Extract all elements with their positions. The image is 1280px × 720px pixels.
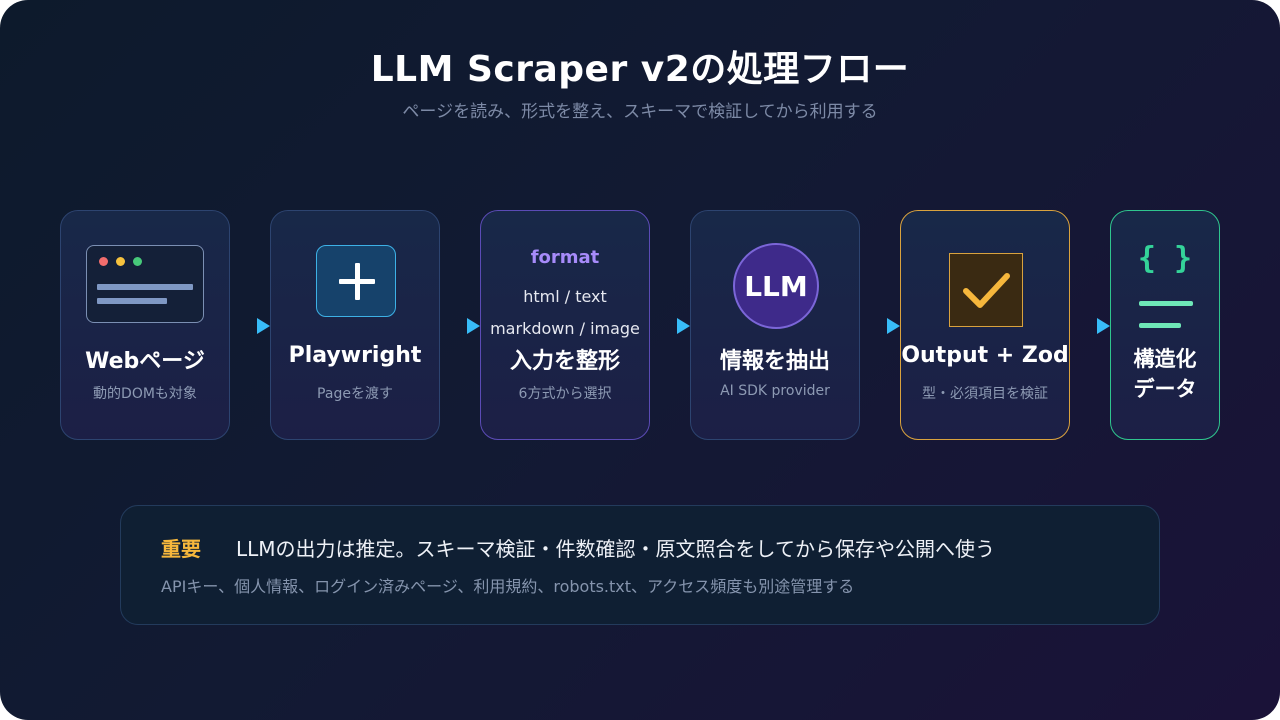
flow-arrow <box>677 318 690 334</box>
browser-window-icon <box>86 245 204 323</box>
braces-icon: { } <box>1137 241 1193 276</box>
page-subtitle: ページを読み、形式を整え、スキーマで検証してから利用する <box>402 102 878 122</box>
step-web-page: Webページ 動的DOMも対象 <box>60 210 230 440</box>
checkmark-icon <box>949 253 1023 327</box>
flow-arrow <box>1097 318 1110 334</box>
step-sub: Pageを渡す <box>317 386 393 402</box>
page-title: LLM Scraper v2の処理フロー <box>370 49 910 90</box>
note-sub-text: APIキー、個人情報、ログイン済みページ、利用規約、robots.txt、アクセ… <box>161 577 855 596</box>
llm-badge-icon: LLM <box>733 243 819 329</box>
step-extract: LLM 情報を抽出 AI SDK provider <box>690 210 860 440</box>
step-label: 入力を整形 <box>509 349 620 374</box>
step-structured-data: { } 構造化 データ <box>1110 210 1220 440</box>
step-label: 情報を抽出 <box>719 349 830 374</box>
content-line <box>97 284 193 290</box>
flow-arrow <box>887 318 900 334</box>
step-sub: 動的DOMも対象 <box>93 386 197 402</box>
format-title: format <box>530 247 600 268</box>
data-line <box>1139 323 1181 328</box>
window-dot-green <box>133 257 142 266</box>
step-label: Playwright <box>288 343 422 368</box>
plus-icon <box>316 245 396 317</box>
flow-arrow <box>467 318 480 334</box>
step-validate: Output + Zod 型・必須項目を検証 <box>900 210 1070 440</box>
note-tag: 重要 <box>161 537 201 561</box>
step-label: Output + Zod <box>901 343 1069 368</box>
step-label-line1: 構造化 <box>1133 347 1197 371</box>
window-dot-red <box>99 257 108 266</box>
important-note: 重要 LLMの出力は推定。スキーマ検証・件数確認・原文照合をしてから保存や公開へ… <box>120 505 1160 625</box>
step-playwright: Playwright Pageを渡す <box>270 210 440 440</box>
format-option: html / text <box>523 287 607 306</box>
step-sub: 型・必須項目を検証 <box>922 386 1048 402</box>
step-label: Webページ <box>85 349 205 374</box>
step-sub: 6方式から選択 <box>518 386 612 402</box>
window-dot-yellow <box>116 257 125 266</box>
flow-arrow <box>257 318 270 334</box>
note-main-text: LLMの出力は推定。スキーマ検証・件数確認・原文照合をしてから保存や公開へ使う <box>236 537 995 561</box>
format-option: markdown / image <box>490 319 640 338</box>
step-sub: AI SDK provider <box>720 383 830 399</box>
step-format: format html / text markdown / image 入力を整… <box>480 210 650 440</box>
content-line <box>97 298 167 304</box>
data-line <box>1139 301 1193 306</box>
step-label-line2: データ <box>1133 377 1197 401</box>
